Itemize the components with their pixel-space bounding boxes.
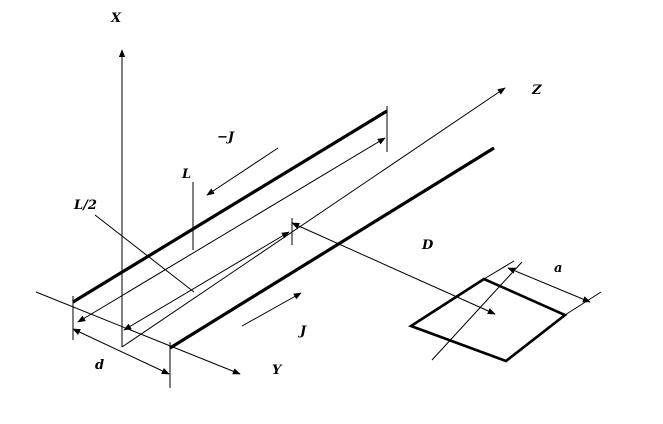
length-label: L bbox=[181, 167, 191, 182]
separation-dimension-line bbox=[72, 328, 170, 375]
loop-side-label: a bbox=[554, 261, 562, 276]
y-axis-label: Y bbox=[272, 363, 283, 378]
distance-label: D bbox=[421, 238, 434, 253]
separation-label: d bbox=[95, 358, 104, 373]
distance-dimension-line bbox=[291, 222, 496, 315]
current-positive-label: J bbox=[297, 324, 307, 339]
conductor-positive bbox=[169, 146, 495, 350]
z-axis bbox=[121, 87, 506, 348]
half-length-dimension-line bbox=[123, 231, 290, 331]
loop-center-line bbox=[431, 261, 523, 361]
y-axis bbox=[35, 291, 241, 375]
x-axis-label: X bbox=[110, 11, 122, 26]
loop-side-dimension-line bbox=[507, 267, 591, 303]
square-loop bbox=[408, 277, 568, 363]
current-arrow-negative bbox=[206, 147, 279, 196]
extension-line bbox=[483, 260, 515, 280]
length-dimension-line bbox=[77, 137, 386, 323]
current-arrow-positive bbox=[241, 292, 302, 327]
half-length-leader-line bbox=[94, 214, 195, 293]
z-axis-label: Z bbox=[531, 83, 542, 98]
current-negative-label: −J bbox=[217, 130, 235, 145]
half-length-label: L/2 bbox=[73, 198, 97, 213]
extension-line bbox=[564, 291, 602, 316]
